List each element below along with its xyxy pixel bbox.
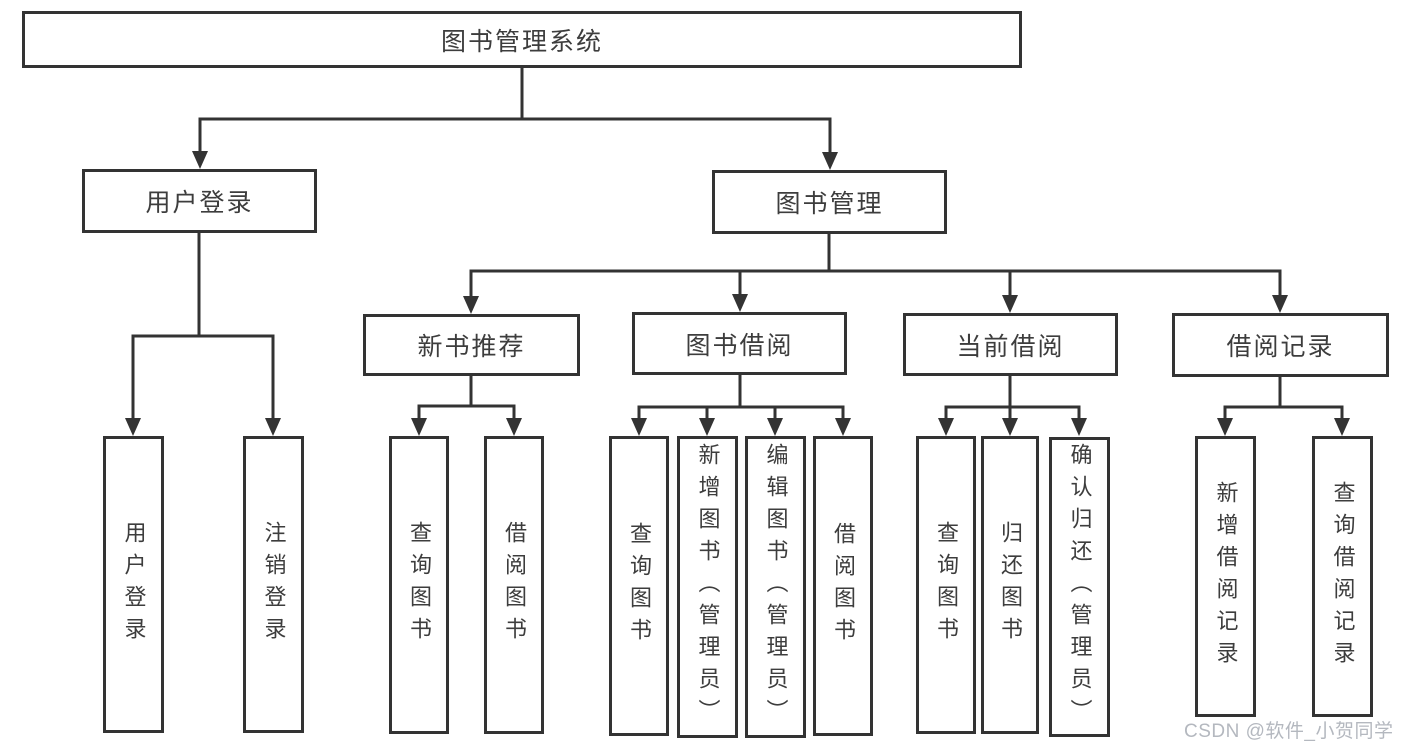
node-system-root: 图书管理系统 xyxy=(22,11,1022,68)
leaf-current-return-books: 归还图书 xyxy=(981,436,1039,734)
node-book-management: 图书管理 xyxy=(712,170,947,234)
leaf-logout-login: 注销登录 xyxy=(243,436,304,733)
watermark: CSDN @软件_小贺同学 xyxy=(1184,721,1394,742)
leaf-borrowing-add-books-admin: 新增图书（管理员） xyxy=(677,436,738,738)
node-current-borrowing: 当前借阅 xyxy=(903,313,1118,376)
leaf-borrowing-edit-books-admin: 编辑图书（管理员） xyxy=(745,436,806,738)
leaf-user-login: 用户登录 xyxy=(103,436,164,733)
node-new-book-recommend: 新书推荐 xyxy=(363,314,580,376)
leaf-current-confirm-return-admin: 确认归还（管理员） xyxy=(1049,437,1110,737)
leaf-current-query-books: 查询图书 xyxy=(916,436,976,734)
leaf-records-query-record: 查询借阅记录 xyxy=(1312,436,1373,717)
node-book-borrowing: 图书借阅 xyxy=(632,312,847,375)
node-borrowing-records: 借阅记录 xyxy=(1172,313,1389,377)
connector-line-path xyxy=(131,68,1344,428)
leaf-recommend-borrow-books: 借阅图书 xyxy=(484,436,544,734)
node-user-login: 用户登录 xyxy=(82,169,317,233)
leaf-borrowing-borrow-books: 借阅图书 xyxy=(813,436,873,736)
leaf-borrowing-query-books: 查询图书 xyxy=(609,436,669,736)
leaf-recommend-query-books: 查询图书 xyxy=(389,436,449,734)
leaf-records-add-record: 新增借阅记录 xyxy=(1195,436,1256,717)
